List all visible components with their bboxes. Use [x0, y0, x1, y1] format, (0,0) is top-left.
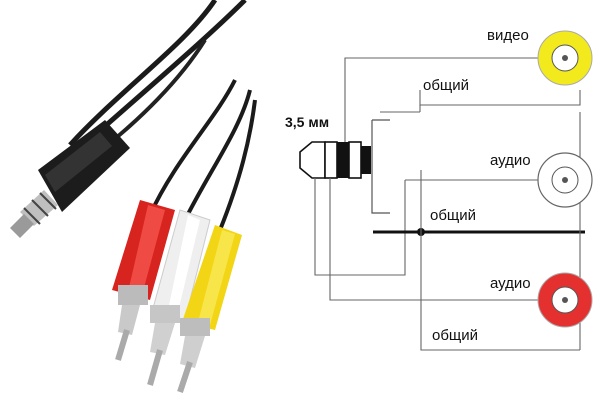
audio-connector-red [537, 272, 593, 328]
video-connector [537, 30, 593, 86]
rca-plug-icon [147, 209, 211, 386]
common-label-1: общий [423, 77, 469, 94]
audio-connector-white [537, 152, 593, 208]
trrs-plug-schematic [299, 119, 390, 214]
audio-label-2: аудио [490, 275, 531, 292]
audio-label-1: аудио [490, 152, 531, 169]
cable-photo [10, 0, 257, 393]
trrs-plug-icon [10, 120, 130, 238]
common-label-3: общий [432, 327, 478, 344]
wiring-diagram: 3,5 мм видео общий аудио общий аудио общ… [285, 27, 593, 351]
rca-plug-icon [112, 200, 175, 361]
plug-size-label: 3,5 мм [285, 114, 329, 130]
video-label: видео [487, 27, 529, 44]
rca-plug-icon [177, 225, 242, 393]
common-label-2: общий [430, 207, 476, 224]
